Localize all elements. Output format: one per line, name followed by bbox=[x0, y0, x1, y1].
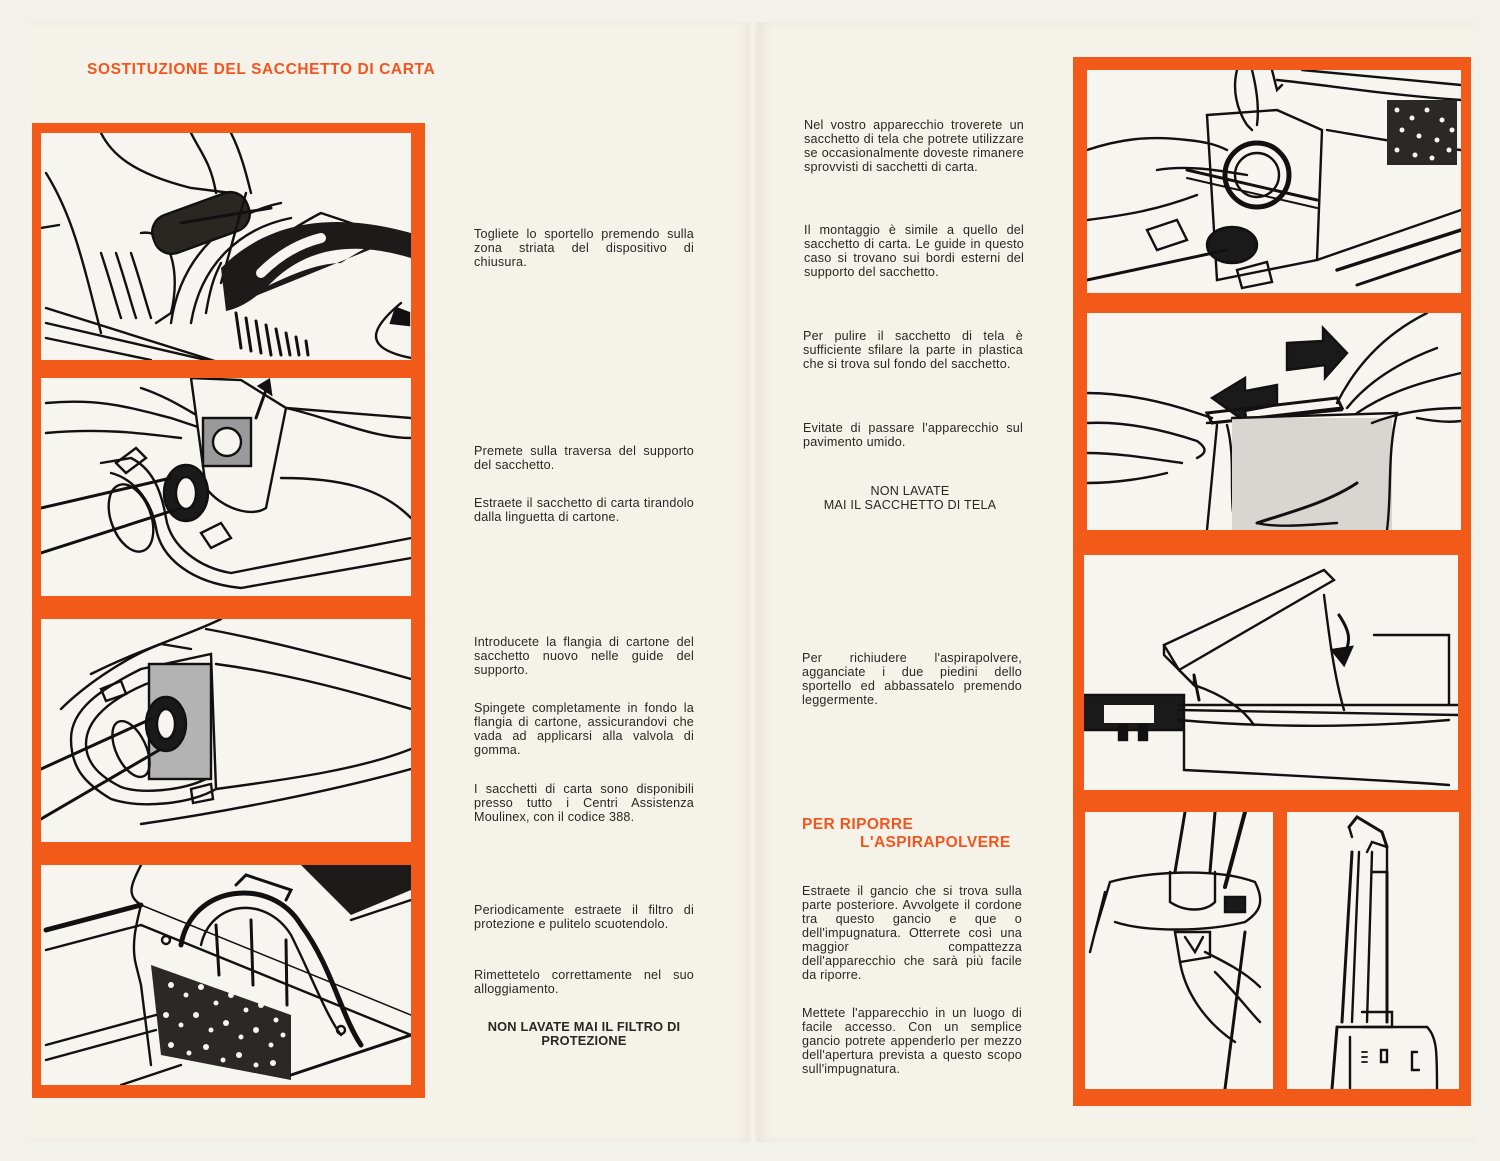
closing-lid-illustration bbox=[1084, 568, 1458, 787]
cloth-bag-warning-line2: MAI IL SACCHETTO DI TELA bbox=[823, 498, 997, 512]
paragraph: Mettete l'apparecchio in un luogo di fac… bbox=[802, 1006, 1022, 1076]
inserting-bag-illustration bbox=[41, 619, 411, 826]
illustration-panel-5 bbox=[1087, 70, 1461, 293]
removing-bag-illustration bbox=[41, 378, 411, 590]
paragraph: Estraete il sacchetto di carta tirandolo… bbox=[474, 496, 694, 524]
illustration-panel-7 bbox=[1084, 555, 1458, 790]
sliding-strip-illustration bbox=[1087, 313, 1461, 530]
paragraph: Nel vostro apparecchio troverete un sacc… bbox=[804, 118, 1024, 174]
paragraph: Rimettetelo correttamente nel suo allogg… bbox=[474, 968, 694, 996]
section-title: SOSTITUZIONE DEL SACCHETTO DI CARTA bbox=[87, 61, 436, 78]
cloth-bag-warning-line1: NON LAVATE bbox=[870, 484, 950, 498]
illustration-panel-9 bbox=[1287, 812, 1459, 1089]
paragraph: Togliete lo sportello premendo sulla zon… bbox=[474, 227, 694, 269]
illustration-panel-8 bbox=[1085, 812, 1273, 1089]
paragraph: I sacchetti di carta sono disponibili pr… bbox=[474, 782, 694, 824]
panel-divider bbox=[1273, 812, 1287, 1089]
protection-filter-illustration bbox=[43, 865, 411, 1085]
illustration-panel-2 bbox=[41, 378, 411, 596]
cord-hook-illustration bbox=[1088, 812, 1262, 1089]
paragraph: Evitate di passare l'apparecchio sul pav… bbox=[803, 421, 1023, 449]
paragraph: Periodicamente estraete il filtro di pro… bbox=[474, 903, 694, 931]
illustration-panel-3 bbox=[41, 619, 411, 842]
paragraph: Premete sulla traversa del supporto del … bbox=[474, 444, 694, 472]
paragraph: Spingete completamente in fondo la flang… bbox=[474, 701, 694, 757]
storage-heading: PER RIPORRE L'ASPIRAPOLVERE bbox=[802, 816, 1011, 852]
storage-heading-line1: PER RIPORRE bbox=[802, 816, 914, 833]
paragraph: Per richiudere l'aspirapolvere, aggancia… bbox=[802, 651, 1022, 707]
filter-warning: NON LAVATE MAI IL FILTRO DI PROTEZIONE bbox=[487, 1019, 681, 1048]
hands-opening-lid-illustration bbox=[41, 133, 411, 360]
illustration-panel-1 bbox=[41, 133, 411, 360]
illustration-panel-4 bbox=[41, 865, 411, 1085]
paragraph: Per pulire il sacchetto di tela è suffic… bbox=[803, 329, 1023, 371]
vacuum-standing-illustration bbox=[1330, 815, 1439, 1089]
illustration-panel-6 bbox=[1087, 313, 1461, 530]
cloth-bag-holder-illustration bbox=[1087, 70, 1461, 290]
storage-heading-line2: L'ASPIRAPOLVERE bbox=[860, 834, 1011, 851]
paragraph: Introducete la flangia di cartone del sa… bbox=[474, 635, 694, 677]
paragraph: Il montaggio è simile a quello del sacch… bbox=[804, 223, 1024, 279]
paragraph: Estraete il gancio che si trova sulla pa… bbox=[802, 884, 1022, 982]
page-spine bbox=[748, 22, 760, 1142]
